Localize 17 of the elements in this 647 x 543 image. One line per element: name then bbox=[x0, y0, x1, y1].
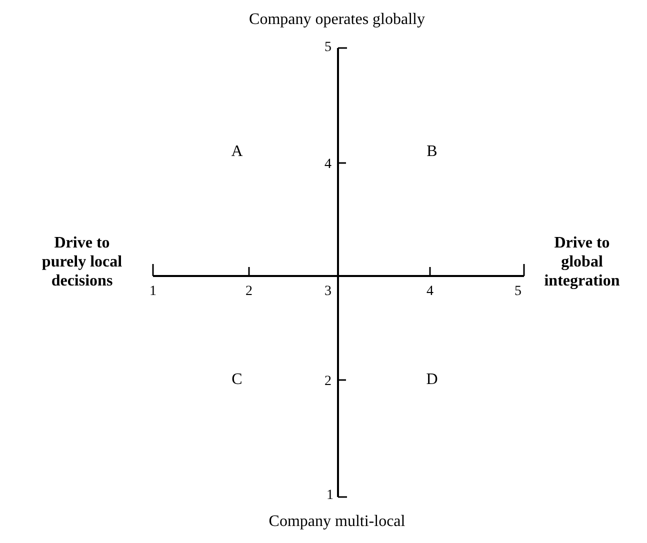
quadrant-letter: A bbox=[231, 144, 243, 160]
tick-label: 1 bbox=[326, 489, 334, 503]
tick-label: 2 bbox=[246, 285, 252, 299]
axis-title: Company operates globally bbox=[249, 12, 425, 28]
axis-end-label: Drive to purely local decisions bbox=[40, 234, 124, 290]
axis-title: Company multi-local bbox=[268, 514, 406, 530]
quadrant-letter: D bbox=[426, 372, 438, 388]
tick-label: 4 bbox=[426, 285, 434, 299]
tick-label: 2 bbox=[324, 375, 332, 389]
tick-label: 4 bbox=[324, 158, 332, 172]
quadrant-letter: C bbox=[232, 372, 242, 388]
tick-label: 5 bbox=[324, 41, 332, 55]
tick-label: 1 bbox=[150, 285, 156, 299]
tick-label: 3 bbox=[324, 285, 332, 299]
axis-end-label: Drive to global integration bbox=[543, 234, 621, 290]
quadrant-letter: B bbox=[426, 144, 438, 160]
tick-label: 5 bbox=[514, 285, 522, 299]
